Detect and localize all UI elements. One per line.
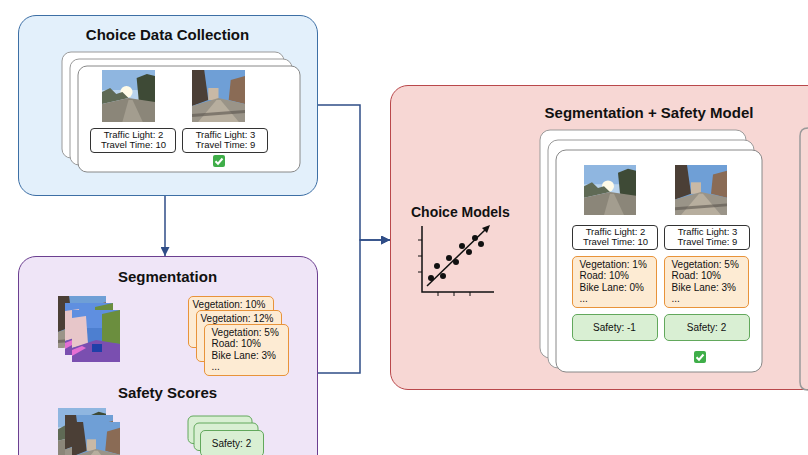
panel-subtitle: Safety Scores (19, 384, 316, 402)
chosen-check (213, 155, 225, 167)
panel-edge (800, 128, 808, 390)
segmentation-image (72, 310, 120, 362)
box-text: Vegetation: 10% (193, 299, 269, 310)
scatter-plot-icon (418, 225, 494, 296)
panel-title: Segmentation (19, 268, 316, 286)
flow-arrow (318, 240, 390, 373)
flow-arrow (164, 196, 166, 256)
segment-share-box: Vegetation: 5% Road: 10% Bike Lane: 3% .… (204, 324, 290, 376)
attribute-box: Traffic Light: 3 Travel Time: 9 (664, 225, 750, 250)
panel-title: Choice Data Collection (19, 26, 316, 44)
street-photo (584, 165, 636, 215)
safety-score-box: Safety: 2 (664, 314, 750, 342)
street-photo (102, 70, 155, 122)
choice-card (78, 66, 300, 172)
box-text: Vegetation: 5% Road: 10% Bike Lane: 3% .… (672, 259, 742, 305)
box-text: Vegetation: 12% (201, 313, 277, 324)
segment-share-box: Vegetation: 5% Road: 10% Bike Lane: 3% .… (664, 256, 750, 308)
street-photo (192, 70, 245, 122)
box-text: Vegetation: 1% Road: 10% Bike Lane: 0% .… (580, 259, 650, 305)
choice-card (556, 150, 762, 372)
street-photo (72, 422, 120, 455)
segment-share-box: Vegetation: 1% Road: 10% Bike Lane: 0% .… (572, 256, 658, 308)
panel-title: Segmentation + Safety Model (449, 104, 808, 122)
panel-subtitle: Choice Models (411, 203, 541, 221)
attribute-box: Traffic Light: 2 Travel Time: 10 (572, 225, 658, 250)
safety-score-box: Safety: -1 (572, 314, 658, 342)
chosen-check (694, 351, 706, 363)
safety-score-box: Safety: 2 (200, 430, 264, 455)
box-text: Traffic Light: 2 Travel Time: 10 (95, 130, 173, 151)
flow-arrow (318, 105, 390, 240)
box-text: Traffic Light: 3 Travel Time: 9 (187, 130, 265, 151)
attribute-box: Traffic Light: 2 Travel Time: 10 (90, 128, 176, 153)
street-photo (675, 165, 727, 215)
attribute-box: Traffic Light: 3 Travel Time: 9 (182, 128, 268, 153)
box-text: Safety: -1 (577, 322, 653, 334)
box-text: Traffic Light: 2 Travel Time: 10 (577, 227, 655, 248)
box-text: Vegetation: 5% Road: 10% Bike Lane: 3% .… (212, 327, 282, 373)
score-card (194, 423, 258, 451)
box-text: Safety: 2 (205, 438, 259, 450)
box-text: Safety: 2 (669, 322, 745, 334)
box-text: Traffic Light: 3 Travel Time: 9 (669, 227, 747, 248)
